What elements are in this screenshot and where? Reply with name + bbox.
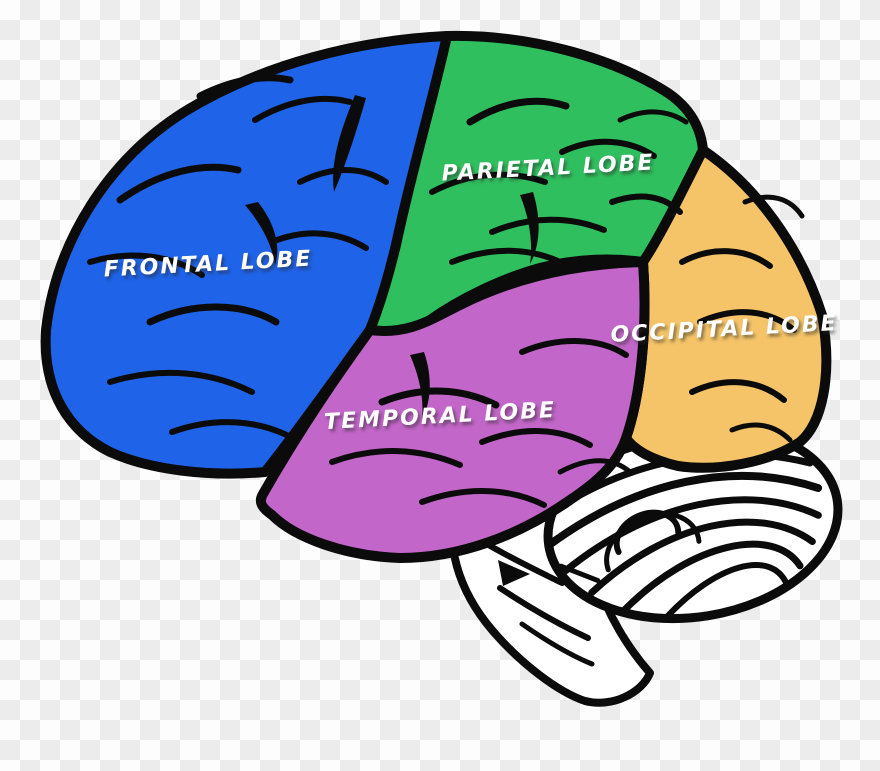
occipital-sulci: [679, 194, 805, 443]
parietal-sulci: [429, 97, 689, 265]
stem-chevron: [498, 560, 530, 586]
temporal-sulci: [329, 338, 633, 508]
frontal-sulci: [87, 74, 389, 443]
temporal-lobe-region: [255, 257, 650, 563]
